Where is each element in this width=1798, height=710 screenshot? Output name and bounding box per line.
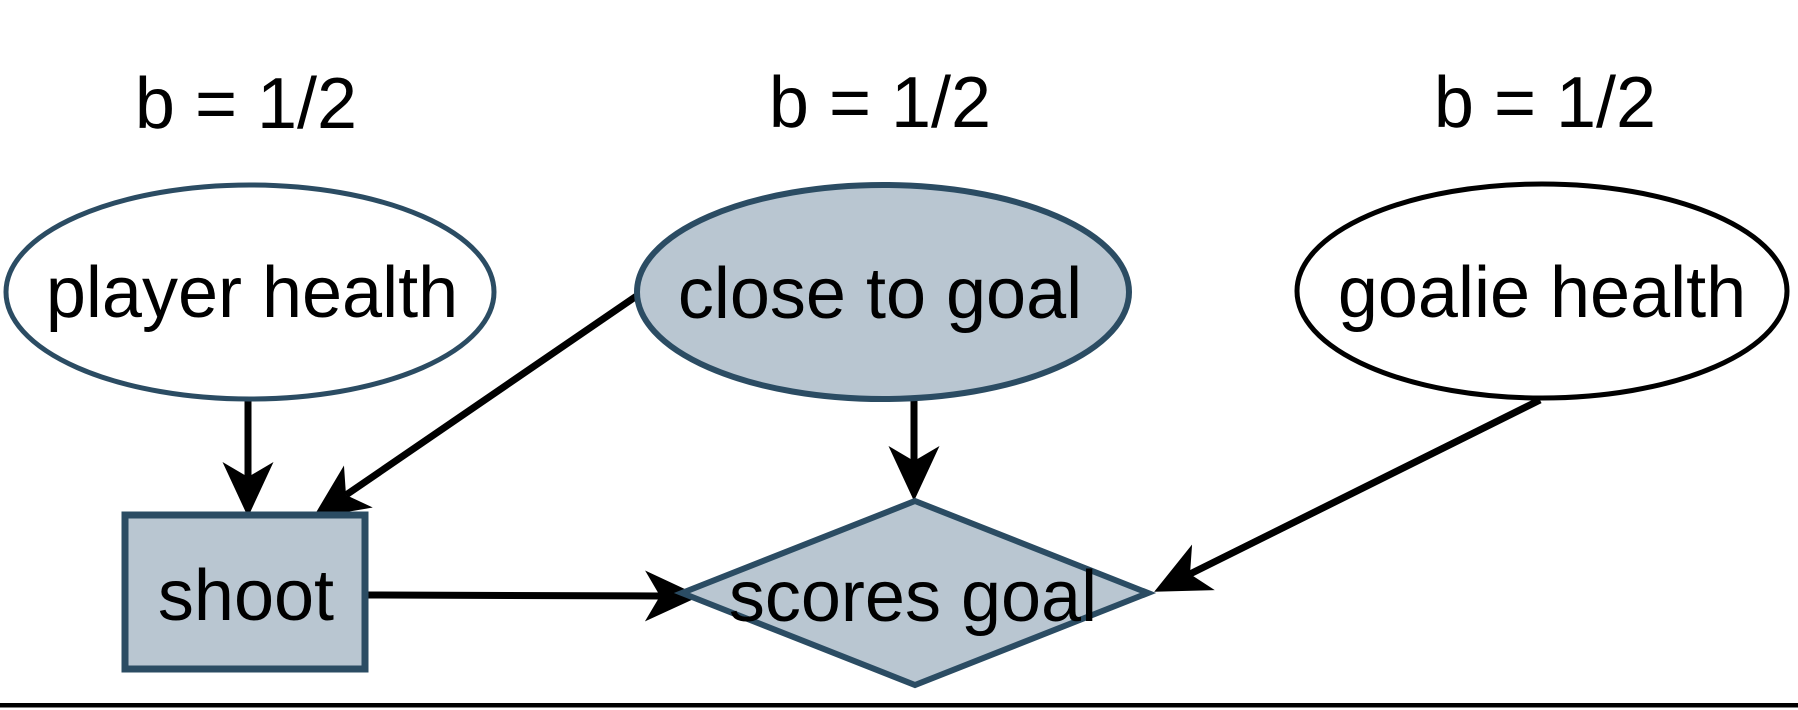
edge-goalie-health-to-scores-goal xyxy=(1154,396,1542,592)
scores-goal-label: scores goal xyxy=(729,557,1097,637)
node-player-health: player health xyxy=(3,182,497,402)
node-close-to-goal: close to goal xyxy=(634,182,1132,402)
edge-shoot-to-scores-goal xyxy=(364,570,700,622)
close-to-goal-ellipse xyxy=(634,182,1132,402)
edge-close-to-goal-to-shoot xyxy=(312,292,640,518)
scores-goal-diamond xyxy=(673,497,1157,689)
node-goalie-health: goalie health xyxy=(1294,181,1790,401)
shoot-rectangle xyxy=(121,511,369,673)
belief-label-goalie-health: b = 1/2 xyxy=(1434,63,1656,143)
belief-label-close-to-goal: b = 1/2 xyxy=(769,63,991,143)
close-to-goal-label: close to goal xyxy=(678,254,1082,334)
bottom-divider xyxy=(0,703,1798,708)
player-health-ellipse xyxy=(3,182,497,402)
node-scores-goal: scores goal xyxy=(673,497,1157,689)
shoot-label: shoot xyxy=(158,556,334,636)
goalie-health-ellipse xyxy=(1294,181,1790,401)
node-shoot: shoot xyxy=(121,511,369,673)
goalie-health-label: goalie health xyxy=(1338,253,1746,333)
player-health-label: player health xyxy=(46,253,458,333)
belief-label-player-health: b = 1/2 xyxy=(135,64,357,144)
